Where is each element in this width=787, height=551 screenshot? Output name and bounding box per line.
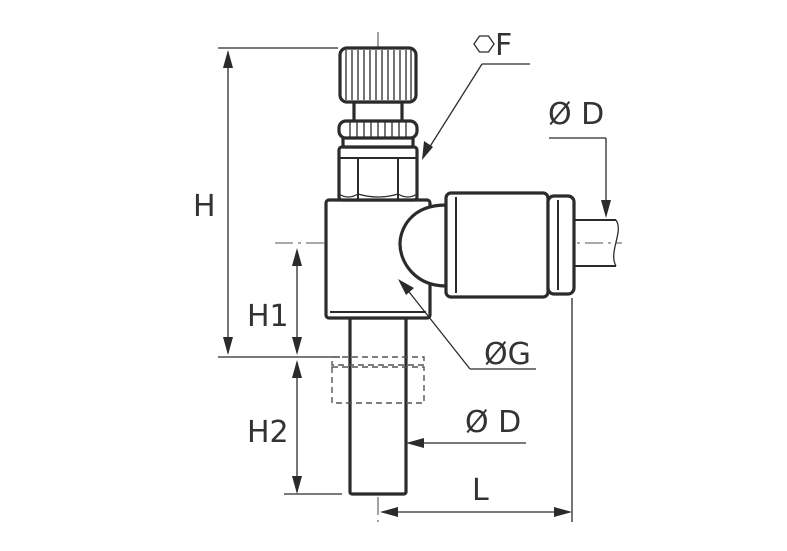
right-tube — [574, 219, 619, 267]
diameter-d-bottom-label: Ø D — [465, 405, 521, 440]
main-body — [324, 198, 448, 320]
dimension-h1 — [292, 248, 302, 355]
dimension-h2 — [284, 360, 342, 495]
hex-f-label: F — [495, 28, 512, 63]
height-h1-label: H1 — [247, 299, 289, 334]
dimension-l — [380, 298, 573, 522]
leader-f — [422, 63, 530, 160]
leader-g — [398, 279, 536, 370]
hex-f-label-group: F — [473, 28, 512, 63]
length-l-label: L — [472, 473, 489, 508]
hex-nut — [337, 145, 419, 202]
leader-d-top — [549, 137, 611, 218]
knurled-knob — [338, 46, 418, 104]
hexagon-icon — [473, 35, 495, 53]
dimension-h — [218, 47, 340, 358]
diameter-g-label: ØG — [484, 337, 531, 372]
push-in-fitting — [444, 191, 576, 299]
height-h2-label: H2 — [247, 415, 289, 450]
bottom-tube — [331, 316, 425, 496]
leader-d-bottom — [406, 438, 526, 448]
height-h-label: H — [193, 189, 216, 224]
lock-ring — [337, 119, 419, 140]
diameter-d-top-label: Ø D — [548, 97, 604, 132]
